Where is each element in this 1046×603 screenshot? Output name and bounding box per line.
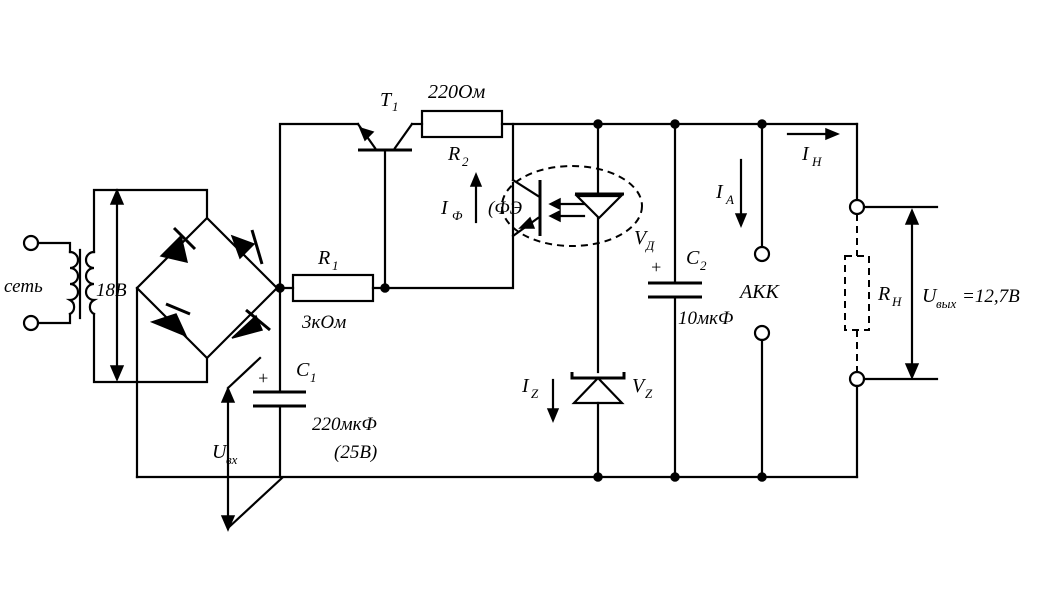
input-voltage-label: U	[212, 441, 228, 463]
bridge-outline	[135, 216, 279, 360]
c2-value-label: 10мкФ	[678, 308, 733, 329]
photo-current-sub: Ф	[452, 208, 463, 223]
c1-label: C	[296, 359, 310, 381]
led-label: V	[634, 227, 649, 249]
node-dot	[757, 472, 767, 482]
load-resistor-label: R	[877, 283, 890, 305]
battery-label: АКК	[738, 281, 780, 303]
diode-icon	[159, 234, 189, 264]
capacitor-c1	[253, 286, 306, 479]
battery-terminal-plus	[753, 245, 771, 263]
diode-bridge	[135, 216, 279, 360]
current-arrows	[469, 127, 840, 423]
zener-diode	[570, 372, 626, 479]
c1-sub: 1	[310, 370, 317, 385]
optocoupler-outline	[501, 165, 643, 247]
battery-current-label: I	[715, 181, 724, 203]
capacitor-c2	[648, 119, 702, 479]
load-current-label: I	[801, 143, 810, 165]
c2-sub: 2	[700, 258, 707, 273]
c1-value-label: 220мкФ	[312, 414, 377, 435]
transistor-t1	[356, 122, 424, 290]
led-sub: Д	[644, 238, 655, 253]
output-voltage-value: =12,7В	[962, 286, 1020, 307]
zener-icon	[571, 376, 625, 405]
mains-label: сеть	[4, 276, 43, 297]
zener-sub: Z	[645, 386, 653, 401]
mains-input	[22, 234, 72, 332]
load-resistor	[844, 122, 939, 479]
node-dot	[670, 472, 680, 482]
secondary-coil	[84, 250, 99, 316]
input-voltage-arrow	[220, 356, 284, 532]
output-voltage-sub: вых	[936, 296, 956, 311]
c2-label: C	[686, 247, 700, 269]
photo-current-label: I	[440, 197, 449, 219]
load-current-sub: Н	[811, 154, 822, 169]
battery-terminal-minus	[753, 324, 771, 342]
resistor-r2	[420, 109, 504, 139]
r1-value-label: 3кОм	[301, 312, 346, 333]
resistor-r1	[291, 273, 375, 303]
battery-current-sub: А	[725, 192, 734, 207]
photo-element-label: (ФЭ	[488, 198, 522, 219]
diode-icon	[231, 314, 264, 339]
transformer	[65, 188, 209, 384]
r1-label: R	[317, 247, 330, 269]
mains-terminal-bottom	[22, 314, 40, 332]
t1-label: T	[380, 89, 393, 111]
input-voltage-sub: вх	[226, 452, 238, 467]
load-terminal-bottom	[848, 370, 866, 388]
r2-value-label: 220Ом	[428, 81, 485, 103]
t1-sub: 1	[392, 99, 399, 114]
r1-sub: 1	[332, 258, 339, 273]
c1-plus: +	[257, 368, 269, 388]
output-voltage-label: U	[922, 285, 938, 307]
zener-label: V	[632, 375, 647, 397]
load-resistor-sub: Н	[891, 294, 902, 309]
r2-label: R	[447, 143, 460, 165]
battery-terminals	[753, 119, 771, 479]
zener-current-sub: Z	[531, 386, 539, 401]
node-dot	[593, 472, 603, 482]
photo-element-text: ФЭ	[494, 198, 522, 219]
c1-rating-label: (25В)	[334, 442, 377, 463]
r2-sub: 2	[462, 154, 469, 169]
diode-icon	[230, 234, 256, 260]
diode-icon	[149, 313, 188, 338]
led-icon	[574, 194, 624, 220]
optocoupler	[501, 122, 643, 374]
mains-terminal-top	[22, 234, 40, 252]
primary-coil	[65, 250, 80, 316]
load-resistor-body	[844, 255, 870, 331]
zener-current-label: I	[521, 375, 530, 397]
load-terminal-top	[848, 198, 866, 216]
c2-plus: +	[650, 257, 662, 277]
node-dot	[593, 119, 603, 129]
transformer-voltage-label: 18В	[96, 280, 127, 301]
